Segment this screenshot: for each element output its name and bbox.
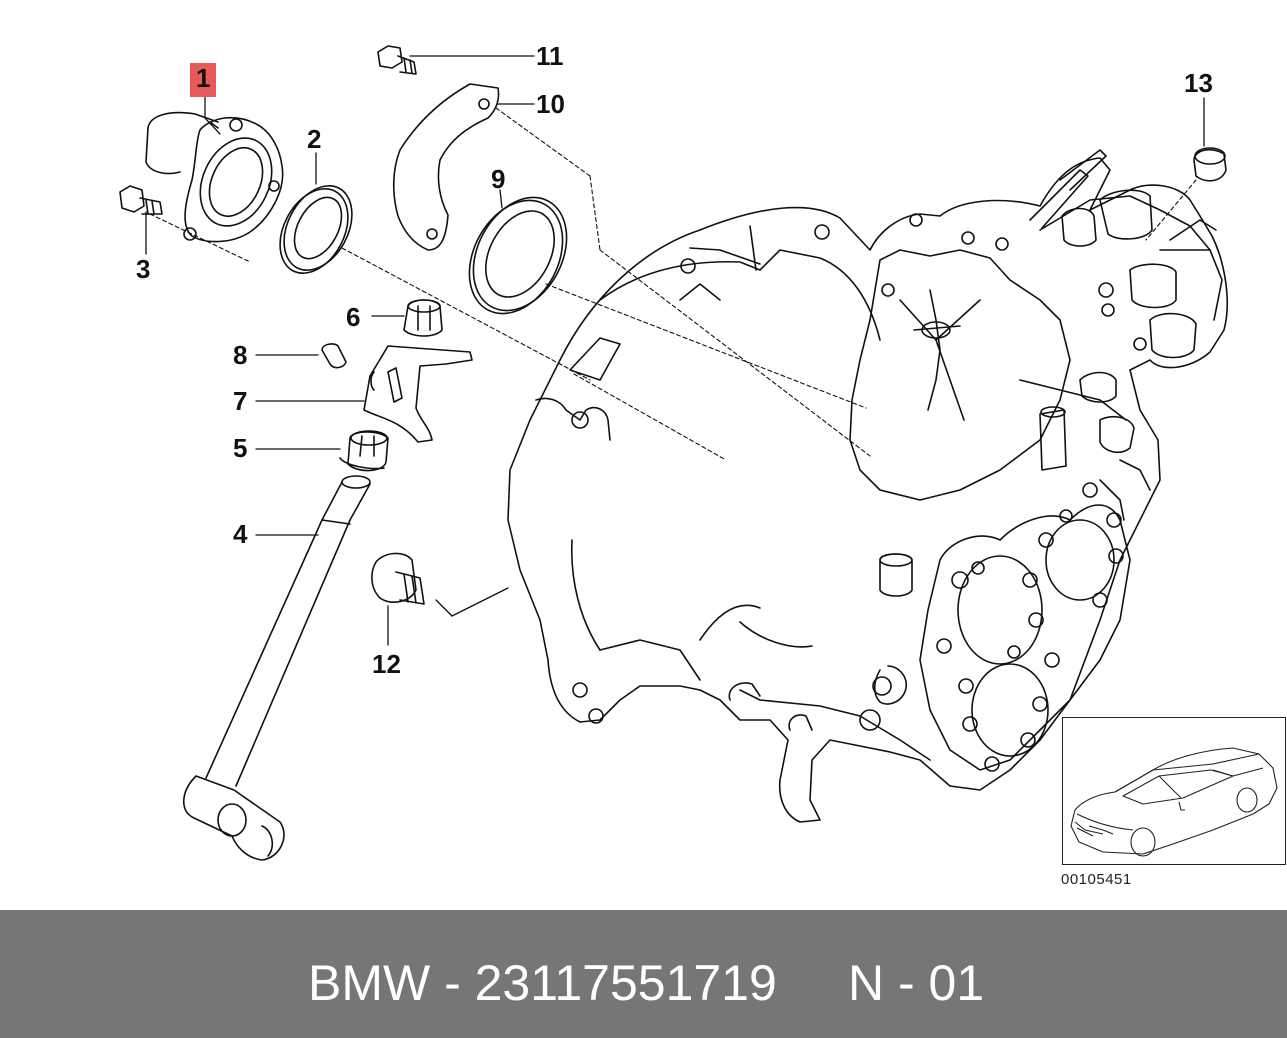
parts-diagram [119,45,1229,861]
callout-1[interactable]: 1 [190,63,217,97]
callout-6[interactable]: 6 [346,302,361,332]
callout-7[interactable]: 7 [233,386,248,416]
part-4-release-shaft [182,475,371,861]
callout-11[interactable]: 11 [536,41,564,71]
part-10-bracket [392,83,500,251]
part-13-sleeve [1193,147,1227,182]
callout-9[interactable]: 9 [491,164,506,194]
callout-2[interactable]: 2 [307,124,322,154]
part-3-bolt [119,185,163,215]
callout-3[interactable]: 3 [136,254,151,284]
diagram-reference-code: 00105451 [1061,871,1132,888]
footer-page-ref: N - 01 [848,955,985,1011]
callout-12[interactable]: 12 [372,649,401,679]
vehicle-thumbnail [1062,717,1286,865]
callout-8[interactable]: 8 [233,340,248,370]
part-2-shaft-seal [279,185,353,274]
part-11-bolt [377,45,417,75]
leader-lines [145,55,1205,646]
callout-10[interactable]: 10 [536,89,565,119]
callout-5[interactable]: 5 [233,433,248,463]
part-8-pin [321,343,347,369]
part-6-bushing [403,299,443,337]
transmission-housing [507,149,1229,823]
part-1-guide-sleeve [145,111,284,243]
car-icon [1070,747,1278,857]
callout-4[interactable]: 4 [233,519,248,549]
part-7-release-lever [363,345,473,443]
assembly-axis-lines [149,107,1197,461]
part-5-bushing [339,430,389,472]
footer-bar [0,910,1287,1038]
part-9-large-seal [468,196,568,315]
callout-13[interactable]: 13 [1184,68,1213,98]
part-12-plug [371,552,425,605]
footer-part-number: BMW - 23117551719 [308,955,777,1011]
